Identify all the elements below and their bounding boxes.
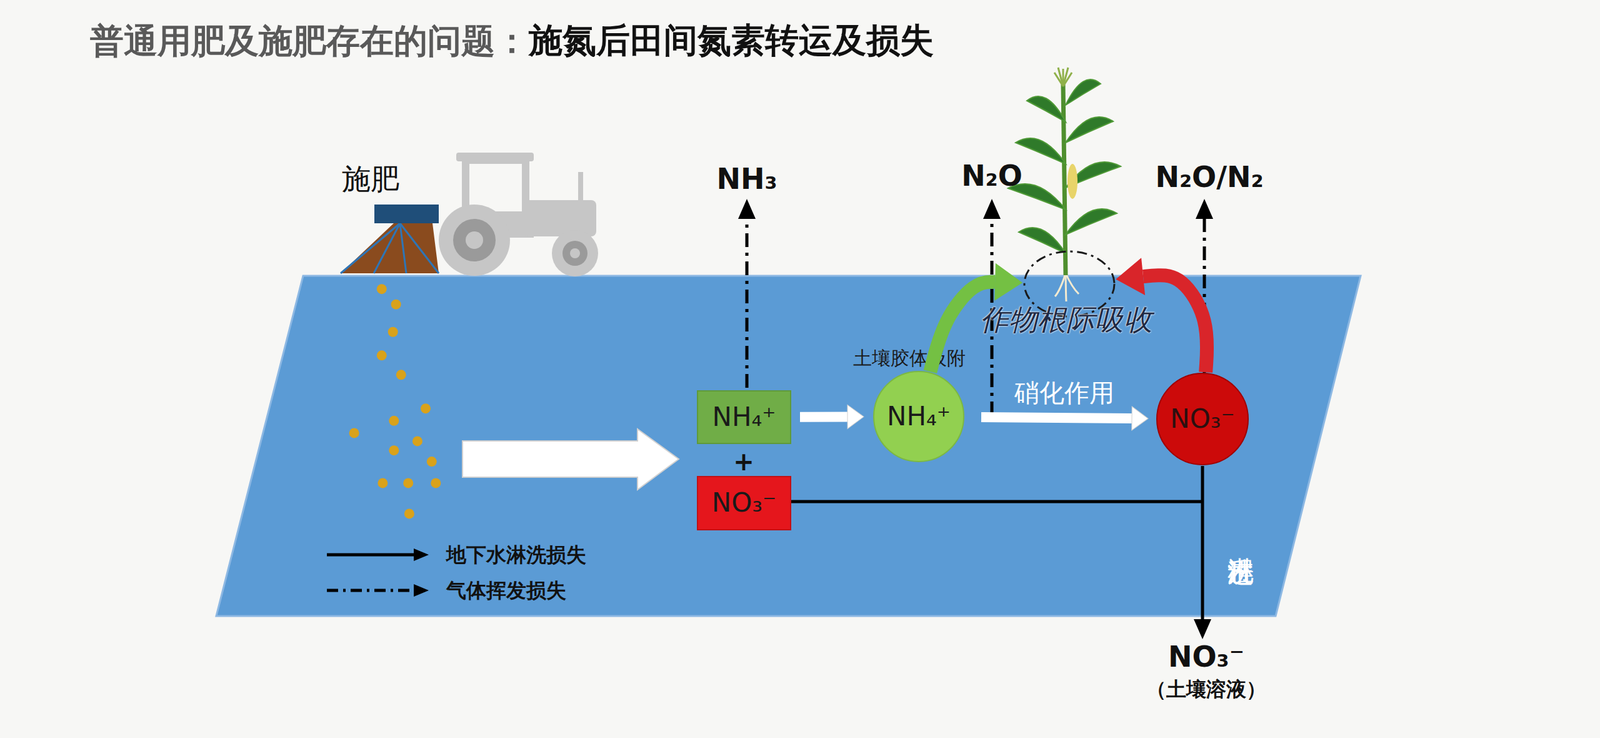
node-label: NH₄⁺ bbox=[698, 391, 790, 443]
process-label: 淋洗过程 bbox=[1225, 536, 1256, 542]
plus-sign: + bbox=[733, 446, 755, 476]
ion-label: NO₃⁻ bbox=[1168, 640, 1245, 674]
fertilizer-granule bbox=[349, 427, 360, 438]
fertilizer-granule bbox=[377, 477, 388, 488]
node-label: NH₄⁺ bbox=[872, 370, 965, 463]
legend-text: 气体挥发损失 bbox=[446, 578, 567, 602]
rhizosphere-zone: 作物根际吸收 bbox=[1022, 249, 1117, 319]
plant-leaf bbox=[1018, 227, 1066, 254]
plant-leaf bbox=[1065, 116, 1114, 143]
node-caption: 作物根际吸收 bbox=[980, 303, 1153, 337]
soil-layer bbox=[216, 275, 1361, 616]
tractor-wheel bbox=[465, 231, 484, 249]
tractor-hood bbox=[523, 200, 597, 237]
fertilizer-granule bbox=[412, 435, 423, 446]
nitrate-circle: NO₃⁻ bbox=[1155, 371, 1250, 466]
fertilize-label: 施肥 bbox=[341, 162, 400, 196]
spray-line bbox=[400, 223, 439, 274]
spreader-bar bbox=[374, 204, 439, 224]
fertilizer-granules bbox=[349, 283, 442, 519]
leaching-arrow bbox=[1201, 465, 1205, 622]
volatilization-arrow bbox=[745, 216, 749, 388]
uptake-arrow bbox=[1143, 275, 1207, 372]
title-highlight: 施氮后田间氮素转运及损失 bbox=[528, 21, 934, 60]
spray-line bbox=[340, 223, 400, 274]
edge-label: 硝化作用 bbox=[1014, 378, 1115, 407]
process-label: 反硝化作用 bbox=[1225, 293, 1256, 300]
fertilizer-granule bbox=[388, 415, 399, 426]
fertilizer-granule bbox=[430, 477, 441, 488]
plant-leaf bbox=[1065, 79, 1101, 105]
uptake-arrow bbox=[930, 281, 995, 372]
ion-note: （土壤溶液） bbox=[1146, 677, 1267, 701]
tractor-wheel bbox=[570, 248, 580, 259]
corn-tassel bbox=[1063, 67, 1069, 87]
node-caption: 土壤胶体吸附 bbox=[853, 347, 966, 370]
gas-label: N₂O bbox=[961, 159, 1023, 193]
corn-tassel bbox=[1058, 67, 1064, 87]
spray-line bbox=[373, 223, 400, 274]
plant-leaf bbox=[1065, 208, 1117, 235]
fertilizer-granule bbox=[376, 283, 387, 294]
tractor-exhaust bbox=[578, 171, 584, 202]
tractor-wheel bbox=[438, 204, 510, 276]
fertilizer-granule bbox=[376, 350, 387, 360]
conversion-arrow bbox=[800, 411, 848, 422]
fertilizer-fan bbox=[340, 223, 439, 274]
plant-leaf bbox=[1026, 96, 1066, 122]
fertilizer-granule bbox=[391, 299, 402, 310]
plant-stem bbox=[1063, 84, 1066, 275]
fertilizer-granule bbox=[396, 369, 407, 380]
plant-root bbox=[1065, 273, 1067, 302]
gas-label: N₂O/N₂ bbox=[1155, 160, 1264, 194]
fertilizer-granule bbox=[388, 326, 399, 337]
tractor bbox=[438, 152, 599, 277]
fertilizer-granule bbox=[388, 445, 399, 455]
node-label: NO₃⁻ bbox=[698, 476, 790, 529]
node-label: NO₃⁻ bbox=[1155, 371, 1250, 466]
tractor-wheel bbox=[551, 230, 599, 277]
gas-label: NH₃ bbox=[716, 162, 777, 196]
nitrate-box: NO₃⁻ bbox=[696, 475, 792, 530]
dissolve-arrow bbox=[462, 428, 679, 490]
fertilizer-granule bbox=[404, 508, 415, 519]
spreader bbox=[340, 204, 439, 274]
fertilizer-granule bbox=[426, 456, 437, 467]
legend-line-sample bbox=[326, 588, 415, 592]
tractor-wheel bbox=[453, 218, 496, 262]
denitrification-arrow bbox=[1203, 216, 1207, 373]
ammonium-box: NH₄⁺ bbox=[696, 390, 792, 444]
nitrification-arrow bbox=[981, 416, 1132, 419]
plant-leaf bbox=[1015, 138, 1066, 164]
fertilizer-granule bbox=[403, 477, 414, 488]
plant-root bbox=[1065, 273, 1079, 294]
leaching-line bbox=[791, 500, 1204, 504]
corn-ear bbox=[1067, 163, 1078, 199]
fertilizer-granule bbox=[420, 403, 431, 414]
adsorbed-ammonium-circle: 土壤胶体吸附NH₄⁺ bbox=[872, 370, 965, 463]
legend-text: 地下水淋洗损失 bbox=[446, 543, 587, 567]
crop-plant bbox=[1008, 67, 1121, 302]
title-text: 普通用肥及施肥存在的问题： bbox=[90, 21, 529, 62]
plant-root bbox=[1055, 273, 1066, 297]
legend-line-sample bbox=[326, 553, 415, 557]
tractor-wheel bbox=[562, 240, 588, 266]
